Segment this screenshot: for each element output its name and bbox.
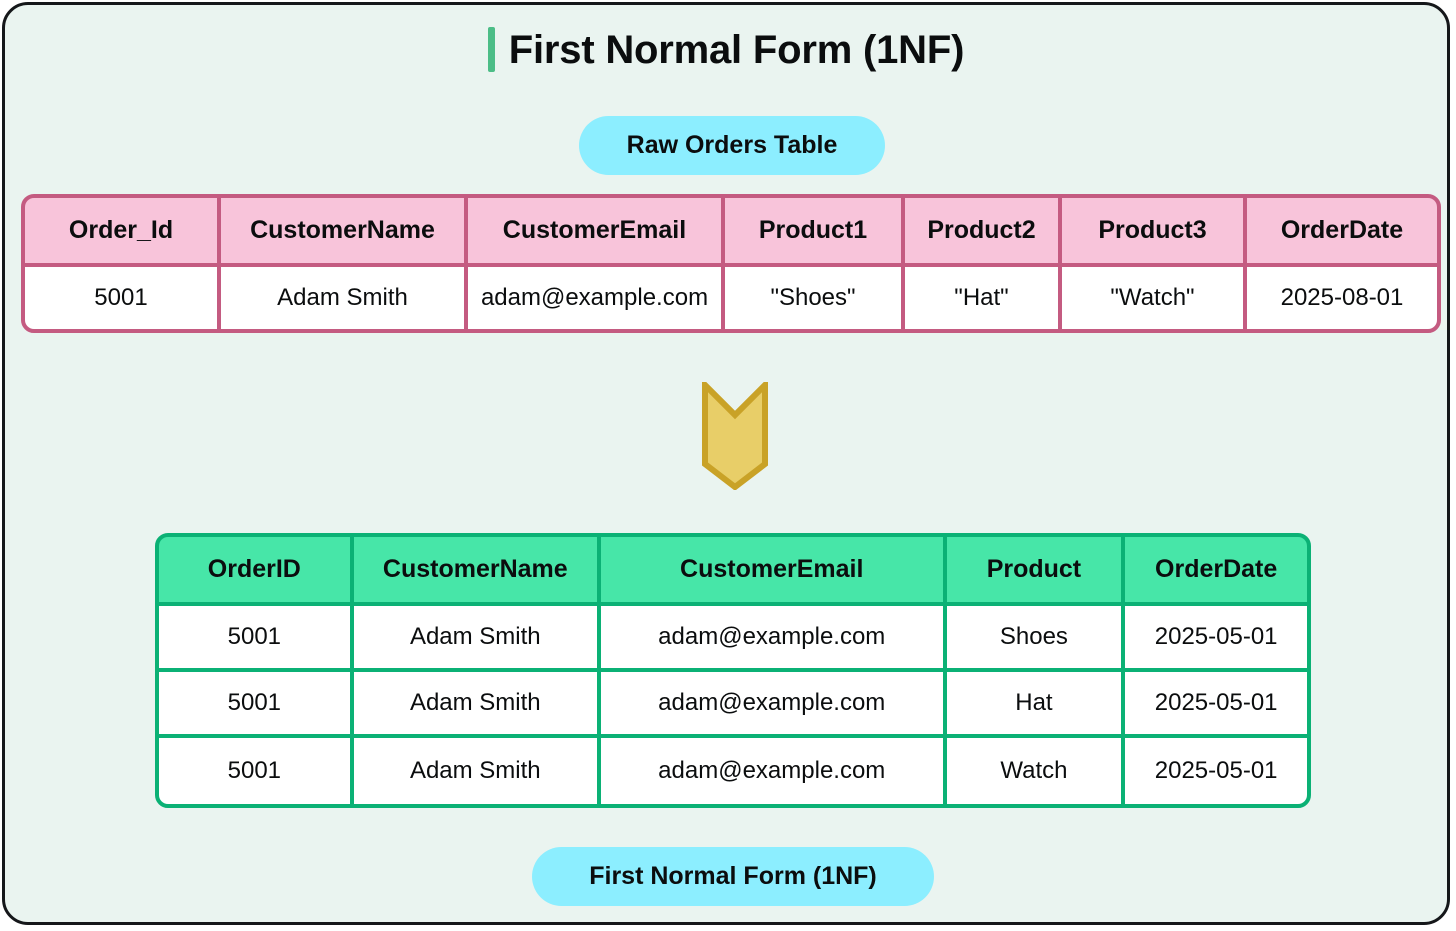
nf-cell-customer-email: adam@example.com bbox=[600, 672, 947, 738]
nf-header-customer-name: CustomerName bbox=[353, 537, 601, 606]
raw-header-product1: Product1 bbox=[725, 198, 905, 267]
raw-header-order-id: Order_Id bbox=[25, 198, 221, 267]
nf-cell-order-id: 5001 bbox=[159, 606, 354, 672]
raw-table-header-row: Order_Id CustomerName CustomerEmail Prod… bbox=[25, 198, 1437, 267]
title-accent-bar bbox=[487, 27, 495, 72]
raw-orders-table-badge-label: Raw Orders Table bbox=[626, 131, 838, 159]
nf-cell-customer-name: Adam Smith bbox=[353, 738, 601, 804]
raw-orders-table: Order_Id CustomerName CustomerEmail Prod… bbox=[21, 194, 1441, 333]
normalized-table-header-row: OrderID CustomerName CustomerEmail Produ… bbox=[159, 537, 1307, 606]
table-row: 5001 Adam Smith adam@example.com "Shoes"… bbox=[25, 267, 1437, 329]
table-row: 5001 Adam Smith adam@example.com Shoes 2… bbox=[159, 606, 1307, 672]
raw-cell-product3: "Watch" bbox=[1062, 267, 1247, 329]
page-title: First Normal Form (1NF) bbox=[5, 27, 1447, 72]
nf-cell-product: Hat bbox=[946, 672, 1126, 738]
first-normal-form-badge-label: First Normal Form (1NF) bbox=[589, 862, 877, 890]
raw-cell-customer-email: adam@example.com bbox=[468, 267, 725, 329]
raw-orders-table-badge: Raw Orders Table bbox=[579, 116, 885, 175]
raw-cell-order-date: 2025-08-01 bbox=[1247, 267, 1437, 329]
raw-header-customer-email: CustomerEmail bbox=[468, 198, 725, 267]
nf-header-customer-email: CustomerEmail bbox=[600, 537, 947, 606]
nf-cell-customer-email: adam@example.com bbox=[600, 606, 947, 672]
table-row: 5001 Adam Smith adam@example.com Hat 202… bbox=[159, 672, 1307, 738]
nf-cell-order-date: 2025-05-01 bbox=[1125, 606, 1307, 672]
nf-cell-customer-email: adam@example.com bbox=[600, 738, 947, 804]
nf-header-order-date: OrderDate bbox=[1125, 537, 1307, 606]
nf-cell-order-date: 2025-05-01 bbox=[1125, 738, 1307, 804]
nf-cell-order-date: 2025-05-01 bbox=[1125, 672, 1307, 738]
raw-header-product3: Product3 bbox=[1062, 198, 1247, 267]
raw-header-product2: Product2 bbox=[905, 198, 1062, 267]
raw-header-order-date: OrderDate bbox=[1247, 198, 1437, 267]
down-chevron-banner-icon bbox=[702, 382, 768, 490]
raw-cell-product1: "Shoes" bbox=[725, 267, 905, 329]
nf-cell-order-id: 5001 bbox=[159, 738, 354, 804]
first-normal-form-badge: First Normal Form (1NF) bbox=[532, 847, 934, 906]
table-row: 5001 Adam Smith adam@example.com Watch 2… bbox=[159, 738, 1307, 804]
nf-header-product: Product bbox=[946, 537, 1126, 606]
nf-cell-product: Watch bbox=[946, 738, 1126, 804]
raw-header-customer-name: CustomerName bbox=[221, 198, 468, 267]
raw-cell-order-id: 5001 bbox=[25, 267, 221, 329]
first-normal-form-table: OrderID CustomerName CustomerEmail Produ… bbox=[155, 533, 1311, 808]
nf-cell-product: Shoes bbox=[946, 606, 1126, 672]
nf-cell-customer-name: Adam Smith bbox=[353, 606, 601, 672]
nf-cell-customer-name: Adam Smith bbox=[353, 672, 601, 738]
nf-cell-order-id: 5001 bbox=[159, 672, 354, 738]
nf-header-order-id: OrderID bbox=[159, 537, 354, 606]
raw-cell-product2: "Hat" bbox=[905, 267, 1062, 329]
raw-cell-customer-name: Adam Smith bbox=[221, 267, 468, 329]
page-title-text: First Normal Form (1NF) bbox=[508, 27, 965, 72]
